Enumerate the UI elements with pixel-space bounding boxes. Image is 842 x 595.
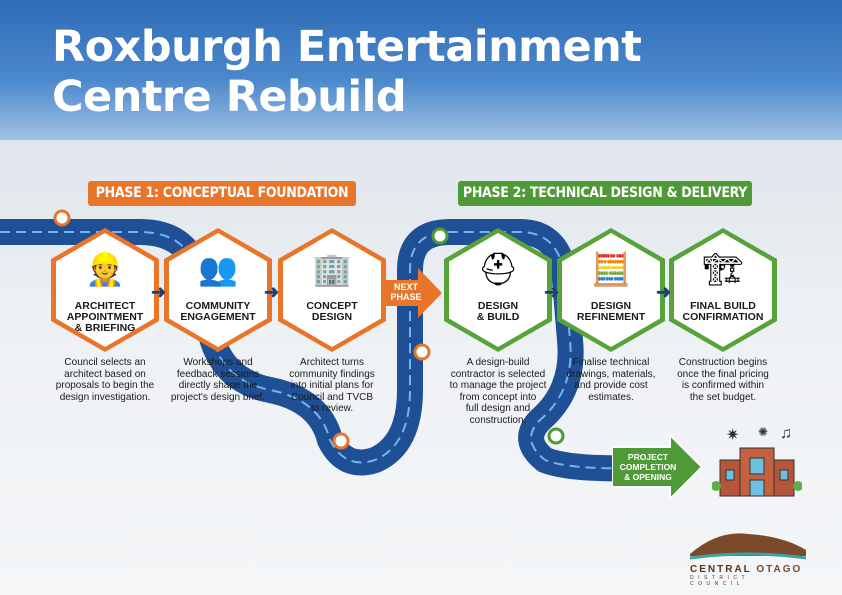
step-design-refinement: 🧮 DESIGN REFINEMENT <box>557 228 665 352</box>
step-description: Architect turns community findings into … <box>289 357 375 414</box>
svg-text:♫: ♫ <box>780 425 792 442</box>
architect-icon: 👷 <box>85 251 125 287</box>
map-pin-icon <box>431 227 449 245</box>
phase-1-banner: PHASE 1: CONCEPTUAL FOUNDATION <box>88 181 356 206</box>
step-description: A design-build contractor is selected to… <box>449 357 547 426</box>
calculator-drawing-icon: 🧮 <box>591 251 631 287</box>
step-concept-design: 🏢 CONCEPT DESIGN <box>278 228 386 352</box>
arrow-right-icon: ➜ <box>656 282 672 302</box>
phase-2-banner: PHASE 2: TECHNICAL DESIGN & DELIVERY <box>458 181 752 206</box>
title-line-1: Roxburgh Entertainment <box>52 22 642 72</box>
svg-text:✺: ✺ <box>758 425 768 439</box>
logo-subtext: DISTRICT COUNCIL <box>690 575 749 587</box>
step-label: ARCHITECT APPOINTMENT & BRIEFING <box>66 300 144 334</box>
next-phase-label: NEXT PHASE <box>390 282 422 302</box>
map-pin-icon <box>547 427 565 445</box>
entertainment-centre-building-icon: ✷ ✺ ♫ <box>711 420 803 500</box>
step-description: Council selects an architect based on pr… <box>55 357 155 403</box>
next-phase-arrow: NEXT PHASE <box>382 268 442 318</box>
step-label: DESIGN REFINEMENT <box>576 300 646 323</box>
step-label: COMMUNITY ENGAGEMENT <box>180 300 256 323</box>
step-description: Finalise technical drawings, materials, … <box>566 357 656 403</box>
central-otago-logo: CENTRAL OTAGO DISTRICT COUNCIL <box>688 528 808 587</box>
logo-text: CENTRAL OTAGO <box>690 564 803 575</box>
blueprint-icon: 🏢 <box>312 251 352 287</box>
step-description: Workshops and feedback sessions directly… <box>170 357 266 403</box>
step-label: CONCEPT DESIGN <box>306 300 358 323</box>
sky-header-background <box>0 0 842 145</box>
road-path <box>0 219 653 482</box>
crane-icon: 🏗 <box>702 251 744 287</box>
step-label: FINAL BUILD CONFIRMATION <box>682 300 764 323</box>
community-icon: 👥 <box>198 251 238 287</box>
map-pin-icon <box>53 209 71 227</box>
hardhat-tools-icon: ⛑ <box>477 251 519 287</box>
project-completion-arrow: PROJECT COMPLETION & OPENING <box>611 432 704 502</box>
arrow-right-icon: ➜ <box>151 282 167 302</box>
step-label: DESIGN & BUILD <box>476 300 520 323</box>
arrow-right-icon: ➜ <box>264 282 280 302</box>
title-line-2: Centre Rebuild <box>52 72 407 122</box>
svg-text:✷: ✷ <box>726 427 739 444</box>
step-description: Construction begins once the final prici… <box>677 357 769 403</box>
map-pin-icon <box>413 343 431 361</box>
completion-label: PROJECT COMPLETION & OPENING <box>619 452 677 482</box>
arrow-right-icon: ➜ <box>544 282 560 302</box>
map-pin-icon <box>332 432 350 450</box>
